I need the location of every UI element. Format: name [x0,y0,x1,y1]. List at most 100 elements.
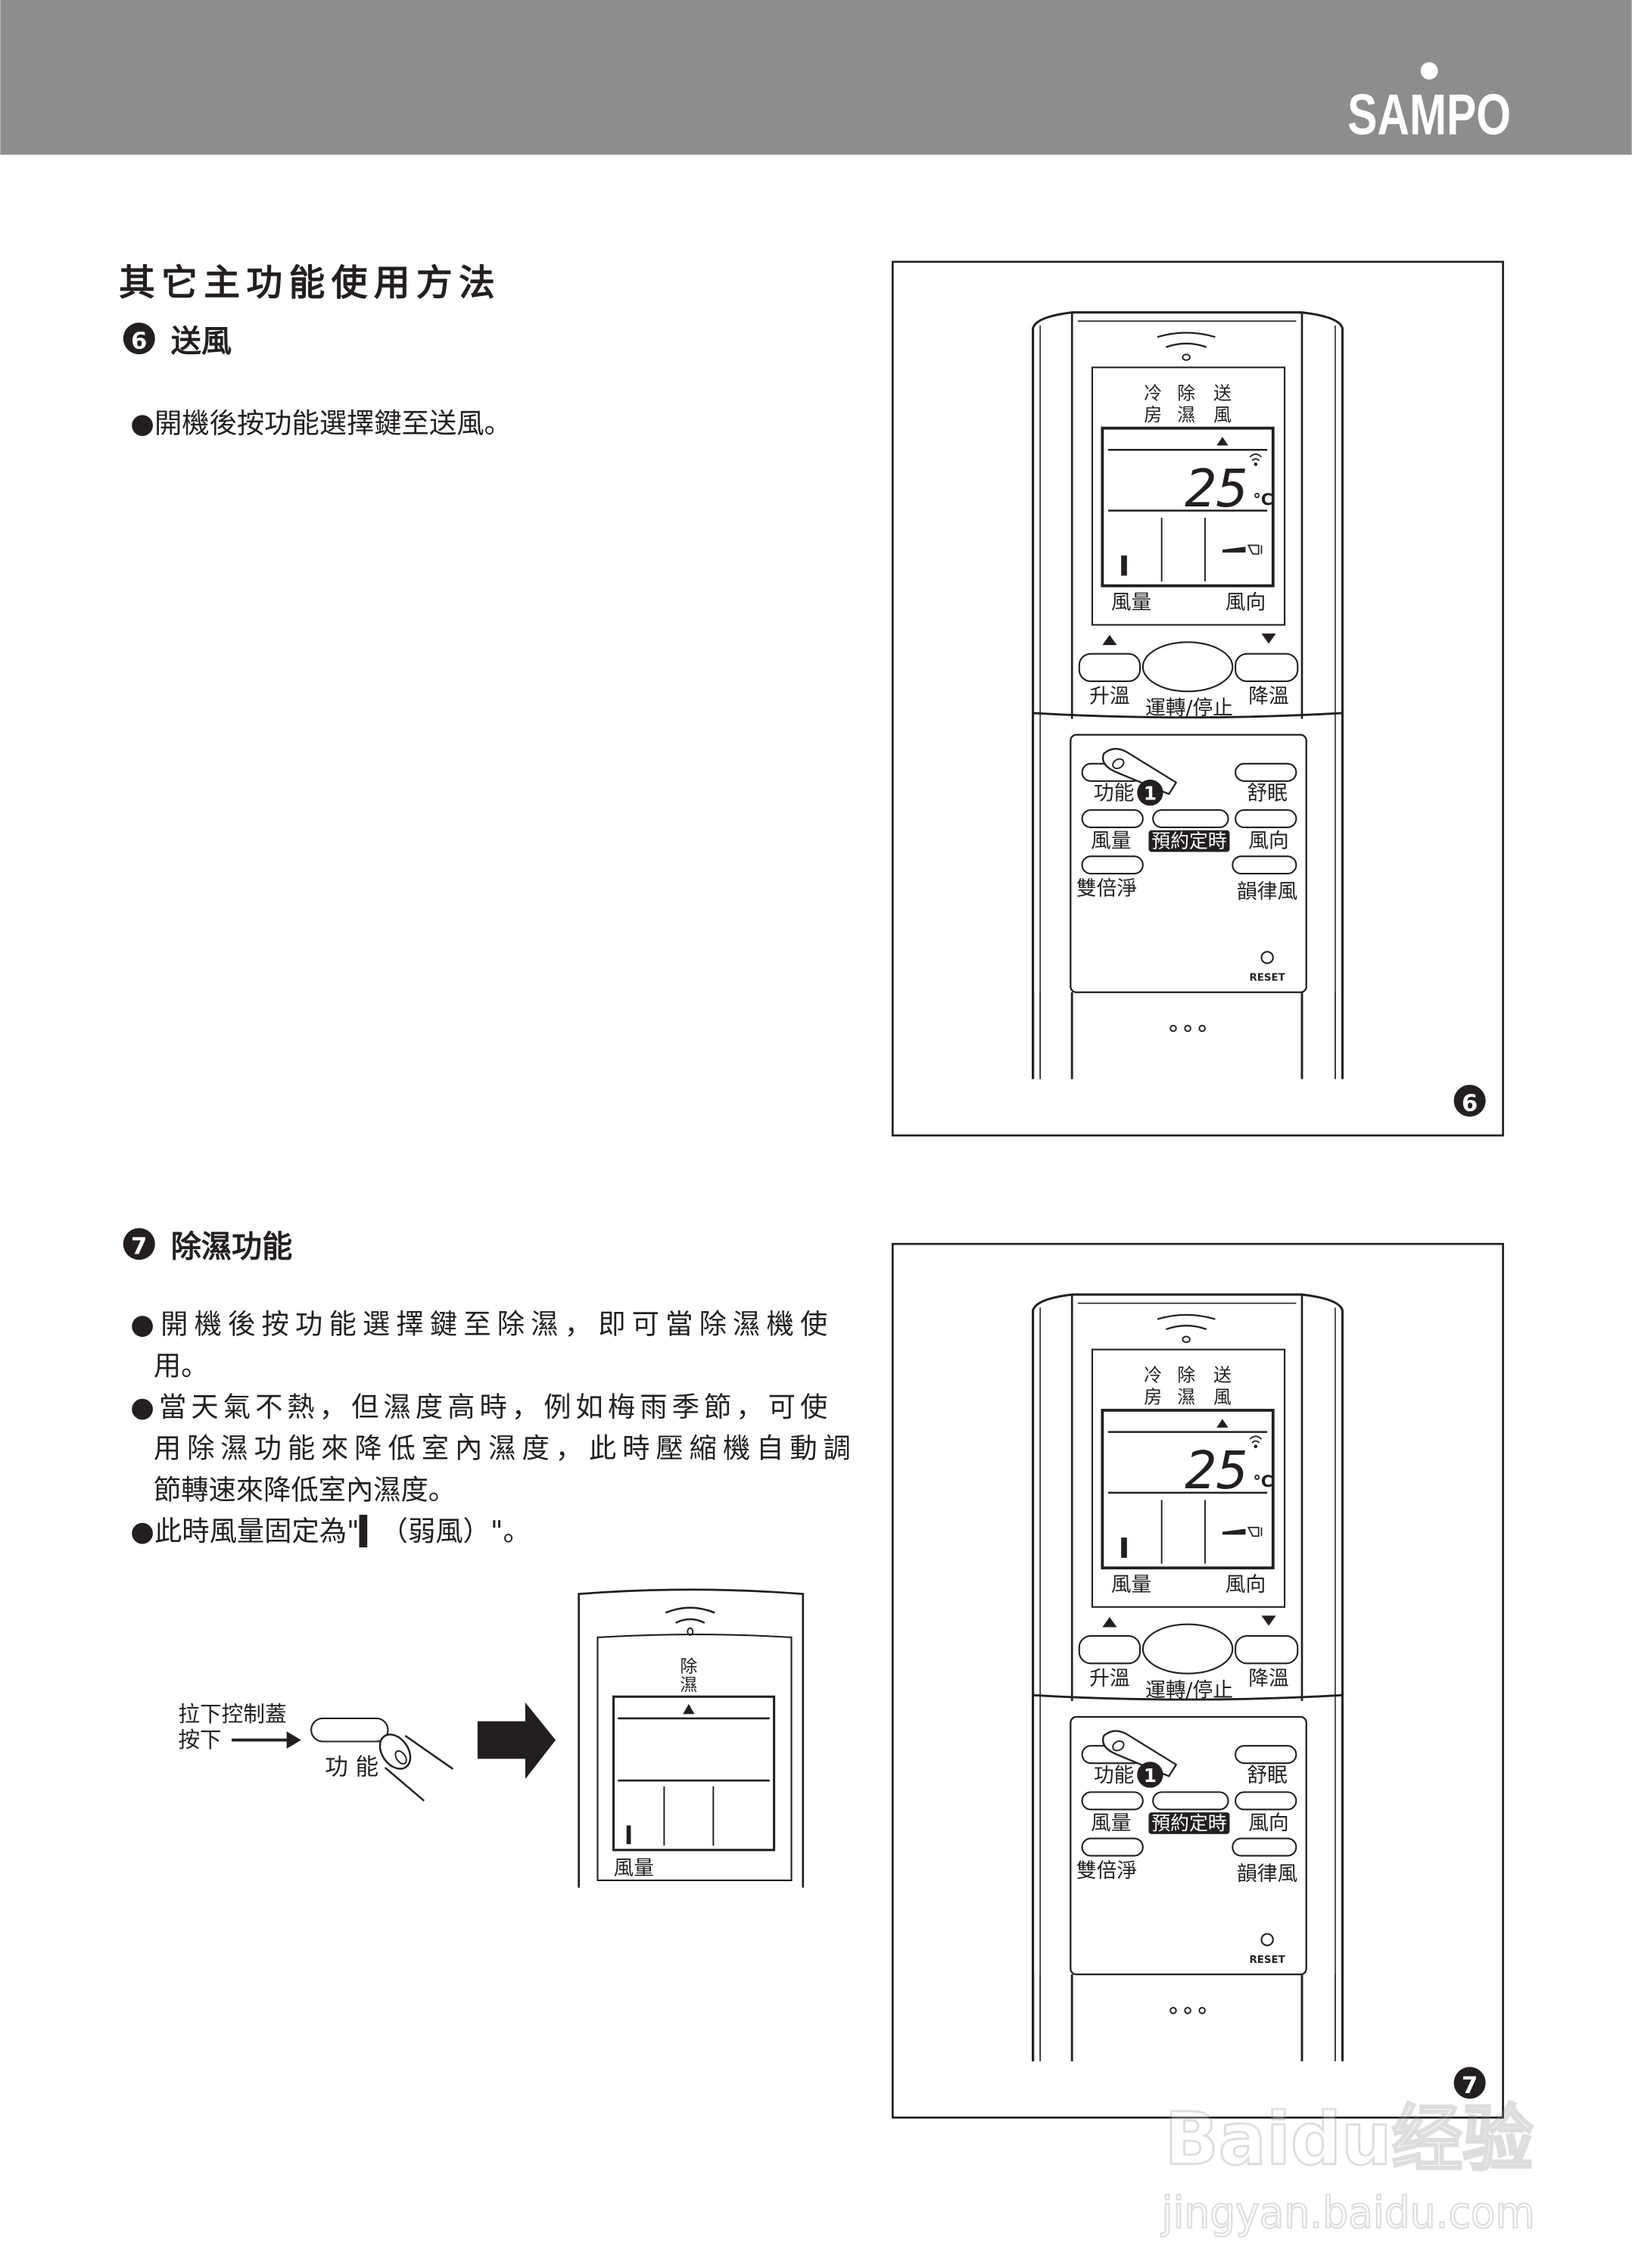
button-panel [1070,1715,1307,1976]
bullet-text-line: ●開機後按功能選擇鍵至送風。 [130,407,512,439]
mode-label: 除 [1177,382,1195,403]
section-6-bullets: ●開機後按功能選擇鍵至送風。 [130,407,512,439]
fan-level-bar [1121,1537,1127,1558]
power-label: 運轉/停止 [1145,696,1233,720]
mode-label: 濕 [1177,404,1195,425]
step-badge [1137,779,1163,806]
temperature-display: 25 [1185,459,1248,519]
function-button[interactable] [310,1717,389,1743]
step-badge-number: 1 [1144,783,1157,805]
timer-button[interactable] [1152,808,1229,828]
fan-label: 風量 [613,1856,654,1880]
mode-label: 冷 [1144,1365,1162,1386]
double-clean-button[interactable] [1081,1837,1144,1857]
mode-label: 濕 [1177,1386,1195,1407]
timer-label-bg [1148,1812,1230,1834]
sleep-button[interactable] [1235,762,1297,782]
wind-direction-label: 風向 [1226,1573,1266,1597]
timer-button-label: 預約定時 [1151,830,1226,852]
temperature-unit: °C [1253,490,1272,509]
bullet-text-line: 節轉速來降低室內濕度。 [154,1473,456,1506]
temp-up-button[interactable] [1078,653,1141,682]
finger-icon [378,1734,454,1802]
sleep-button[interactable] [1235,1745,1297,1765]
swing-button[interactable] [1235,808,1297,828]
temperature-display: 25 [1185,1441,1248,1501]
function-press-diagram: 拉下控制蓋 按下 功 能 除 濕 風量 [178,1588,805,1888]
step-badge-number: 7 [131,1234,147,1260]
timer-button[interactable] [1152,1791,1229,1811]
mode-label: 風 [1213,404,1232,425]
swing-button-label: 風向 [1248,1812,1289,1835]
temp-up-label: 升溫 [1089,1667,1130,1690]
function-button-label: 功 能 [325,1754,378,1780]
logo-dot [1420,62,1438,80]
temp-down-label: 降溫 [1248,685,1289,709]
big-arrow-right-icon [477,1702,556,1780]
figure-badge-number: 6 [1462,1090,1478,1117]
reset-button[interactable] [1260,951,1274,964]
ir-signal-icon [1157,332,1216,361]
bullet-text-line: ●當天氣不熱，但濕度高時，例如梅雨季節，可使 [130,1391,827,1423]
temp-up-button[interactable] [1078,1634,1141,1665]
section-title: 送風 [171,324,232,359]
temp-down-arrow-icon [1261,1615,1276,1626]
fan-speed-button-label: 風量 [1091,830,1132,853]
fan-speed-label: 風量 [1111,590,1152,614]
section-7-heading: 7 除濕功能 [123,1228,292,1264]
power-button[interactable] [1141,641,1234,693]
step-badge-number: 6 [131,328,147,354]
temp-down-button[interactable] [1235,1634,1299,1665]
step-badge [1137,1762,1163,1788]
step-badge [123,1228,155,1260]
double-clean-button-label: 雙倍淨 [1076,877,1137,901]
watermark-brand: Baidu经验 [1164,2096,1534,2181]
temp-down-label: 降溫 [1248,1667,1289,1690]
reset-button[interactable] [1260,1933,1274,1946]
temp-up-arrow-icon [1102,1617,1117,1628]
bullet-text-line: ●開機後按功能選擇鍵至除濕，即可當除濕機使 [130,1308,827,1341]
double-clean-button-label: 雙倍淨 [1076,1859,1137,1883]
ir-signal-icon [1157,1313,1216,1344]
mode-label: 房 [1144,404,1162,425]
function-button-label: 功能 [1094,782,1135,805]
mode-label: 冷 [1144,382,1162,403]
mode-label: 除 [680,1657,697,1677]
fan-level-bar [1121,555,1127,576]
figure-6-badge: 6 [1453,1085,1486,1117]
lcd-frame [596,1634,793,1881]
mode-label: 房 [1144,1386,1162,1407]
remote-outline [578,1588,805,1888]
header-bar [0,0,1632,155]
swing-button[interactable] [1235,1791,1297,1811]
rhythm-wind-button-label: 韻律風 [1237,1862,1297,1886]
lcd-screen [1101,1409,1275,1570]
fan-speed-button[interactable] [1081,808,1144,828]
triangle-up-icon [1216,437,1229,446]
rhythm-wind-button[interactable] [1232,1837,1297,1857]
wind-direction-icon [1222,544,1263,555]
lcd-frame [1091,366,1286,626]
reset-label: RESET [1250,1955,1286,1966]
sleep-button-label: 舒眠 [1247,782,1288,805]
step-badge [123,322,155,355]
fan-speed-button[interactable] [1081,1791,1144,1811]
arrow-right-icon [232,1731,301,1749]
section-7-bullets: ●開機後按功能選擇鍵至除濕，即可當除濕機使用。●當天氣不熱，但濕度高時，例如梅雨… [130,1308,851,1548]
button-panel [1070,734,1307,993]
figure-6-frame [891,260,1504,1137]
press-label: 按下 [178,1727,221,1752]
power-button[interactable] [1141,1623,1234,1675]
temp-down-button[interactable] [1235,653,1299,682]
mode-label: 送 [1213,382,1232,403]
lcd-screen [612,1695,776,1852]
lcd-frame [1091,1348,1286,1608]
double-clean-button[interactable] [1081,855,1144,875]
triangle-up-icon [1216,1419,1229,1428]
wind-direction-label: 風向 [1226,590,1266,614]
function-button-label: 功能 [1094,1764,1135,1787]
baidu-watermark: Baidu经验 jingyan.baidu.com [1160,2095,1536,2239]
bullet-text-line: 用除濕功能來降低室內濕度，此時壓縮機自動調 [154,1432,851,1465]
rhythm-wind-button[interactable] [1232,855,1297,875]
